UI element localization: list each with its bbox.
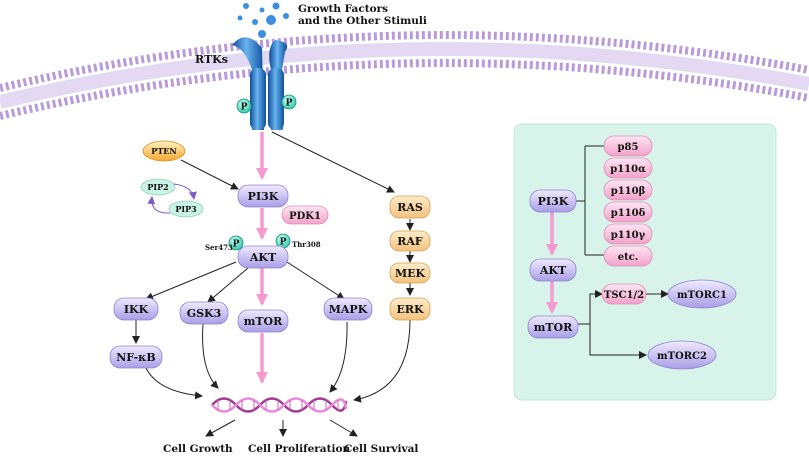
arrow-erk-dna	[353, 319, 411, 403]
arrow-pip3-pip2	[147, 196, 171, 214]
mtor-node: mTOR	[237, 309, 289, 333]
svg-text:ERK: ERK	[396, 303, 424, 316]
svg-text:PIP3: PIP3	[175, 204, 197, 214]
thr308-label: Thr308	[292, 240, 321, 249]
arrow-nfkb-dna	[145, 367, 203, 400]
pi3k-node: PI3K	[237, 184, 289, 208]
inset-subunit-etc: etc.	[603, 245, 653, 267]
svg-text:etc.: etc.	[618, 252, 639, 263]
svg-text:MAPK: MAPK	[329, 303, 368, 316]
arrow-pip2-pip3	[173, 183, 197, 200]
mapk-node: MAPK	[323, 297, 373, 321]
pip3-node: PIP3	[168, 200, 204, 218]
inset-bracket	[574, 145, 604, 256]
inset-mtor-node: mTOR	[527, 315, 579, 339]
raf-node: RAF	[389, 230, 431, 252]
akt-phospho-ser473: P	[228, 235, 244, 251]
svg-text:p85: p85	[618, 142, 639, 153]
svg-text:P: P	[241, 103, 248, 113]
inset-arrow-mtor-mtorc2	[589, 324, 647, 359]
erk-node: ERK	[389, 297, 431, 321]
outcome-cell-proliferation: Cell Proliferation	[248, 443, 350, 455]
svg-text:PI3K: PI3K	[248, 190, 279, 203]
ikk-node: IKK	[113, 297, 159, 321]
svg-text:mTORC2: mTORC2	[657, 351, 707, 362]
stimulus-label: Growth Factors and the Other Stimuli	[298, 3, 427, 27]
svg-text:P: P	[286, 99, 293, 109]
arrow-akt-gsk3	[207, 267, 249, 303]
svg-text:TSC1/2: TSC1/2	[604, 290, 644, 301]
outcome-cell-survival: Cell Survival	[344, 443, 418, 455]
inset-arrow-mtor-tsc	[575, 290, 603, 325]
svg-text:AKT: AKT	[539, 264, 567, 277]
svg-text:PI3K: PI3K	[538, 195, 569, 208]
svg-text:MEK: MEK	[395, 267, 426, 280]
nfkb-node: NF-κB	[109, 345, 163, 369]
arrow-akt-ikk	[145, 261, 237, 301]
svg-text:p110γ: p110γ	[611, 230, 646, 241]
svg-text:mTOR: mTOR	[244, 315, 283, 328]
svg-text:AKT: AKT	[249, 251, 277, 264]
inset-tsc-node: TSC1/2	[601, 283, 647, 305]
inset-subunit-p110a: p110α	[603, 157, 653, 179]
arrow-rtk-ras	[271, 131, 395, 193]
svg-text:mTOR: mTOR	[534, 321, 573, 334]
pten-node: PTEN	[142, 140, 186, 162]
rtk-phospho-left: P	[236, 98, 252, 114]
inset-subunit-p85: p85	[603, 135, 653, 157]
svg-text:PDK1: PDK1	[289, 211, 321, 222]
outcome-cell-growth: Cell Growth	[163, 443, 233, 455]
inset-subunit-p110d: p110δ	[603, 201, 653, 223]
rtk-phospho-right: P	[281, 94, 297, 110]
svg-text:PTEN: PTEN	[151, 146, 176, 156]
ser473-label: Ser473	[205, 243, 233, 252]
arrow-gsk3-dna	[202, 323, 219, 389]
svg-text:p110β: p110β	[611, 186, 646, 197]
stimulus-label-line2: and the Other Stimuli	[298, 15, 427, 27]
rtk-label: RTKs	[195, 53, 228, 66]
svg-text:p110α: p110α	[610, 164, 646, 175]
pdk1-node: PDK1	[281, 205, 329, 225]
svg-text:mTORC1: mTORC1	[677, 290, 727, 301]
gsk3-node: GSK3	[179, 301, 229, 325]
akt-node: AKT	[237, 245, 289, 269]
svg-text:RAF: RAF	[397, 235, 423, 248]
ras-node: RAS	[389, 195, 431, 219]
svg-text:P: P	[233, 240, 240, 250]
inset-pi3k-node: PI3K	[529, 189, 577, 213]
svg-text:RAS: RAS	[397, 201, 423, 214]
inset-subunit-p110g: p110γ	[603, 223, 653, 245]
svg-text:P: P	[280, 238, 287, 248]
inset-akt-node: AKT	[529, 258, 577, 282]
stimulus-label-line1: Growth Factors	[298, 3, 388, 15]
arrow-mapk-dna	[329, 321, 348, 393]
svg-text:PIP2: PIP2	[147, 182, 168, 192]
inset-mtorc2-node: mTORC2	[647, 340, 717, 370]
svg-text:IKK: IKK	[124, 303, 149, 316]
arrow-akt-mapk	[286, 261, 345, 300]
arrow-dna-survival	[329, 419, 358, 437]
svg-text:p110δ: p110δ	[611, 208, 646, 219]
mek-node: MEK	[389, 262, 431, 284]
growth-factor-bubbles	[237, 2, 289, 38]
svg-text:GSK3: GSK3	[187, 307, 222, 320]
inset-mtorc1-node: mTORC1	[667, 279, 737, 309]
arrow-dna-growth	[205, 419, 236, 437]
svg-text:NF-κB: NF-κB	[116, 351, 155, 364]
rtk-receptor	[232, 37, 288, 130]
dna-helix	[211, 397, 348, 413]
pip2-node: PIP2	[140, 178, 176, 196]
inset-panel: PI3K AKT mTOR p85 p110α p110β p110δ	[513, 123, 777, 401]
arrow-pten-pi3k	[180, 159, 239, 190]
inset-subunit-p110b: p110β	[603, 179, 653, 201]
cell-membrane	[0, 31, 809, 120]
